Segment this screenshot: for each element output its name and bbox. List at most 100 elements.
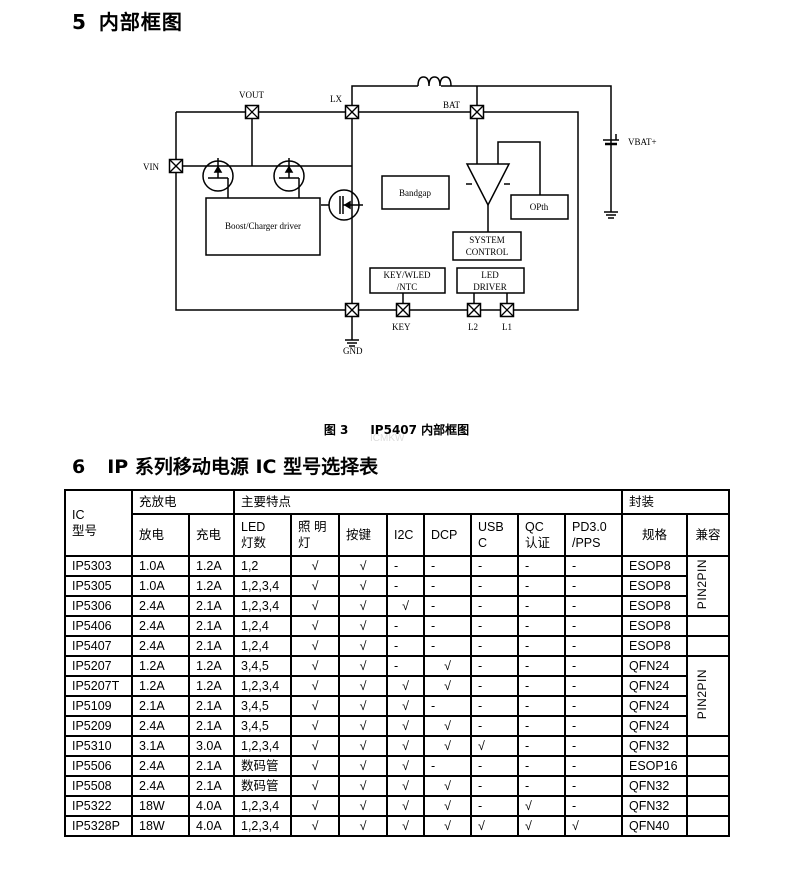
- cell-usb-c: -: [470, 575, 519, 597]
- cell-i2c: -: [386, 655, 425, 677]
- cell-qc: -: [517, 755, 566, 777]
- cell-package: QFN24: [621, 675, 688, 697]
- label-key-wled: KEY/WLED: [384, 270, 431, 280]
- cell-led-count: 1,2,3,4: [233, 795, 292, 817]
- cell-pd: -: [564, 595, 623, 617]
- comparator-icon: [465, 163, 511, 207]
- cell-discharge: 18W: [131, 815, 190, 837]
- cell-discharge: 3.1A: [131, 735, 190, 757]
- cell-dcp: √: [423, 815, 472, 837]
- block-diagram: VOUT LX BAT VIN VBAT+ GND KEY L2 L1 Boos…: [143, 76, 657, 356]
- cell-charge: 3.0A: [188, 735, 235, 757]
- cell-i2c: √: [386, 775, 425, 797]
- cell-pd: -: [564, 555, 623, 577]
- cell-lighting: √: [290, 655, 340, 677]
- cell-lighting: √: [290, 695, 340, 717]
- cell-pd: -: [564, 755, 623, 777]
- cell-model: IP5406: [64, 615, 133, 637]
- cell-package: ESOP16: [621, 755, 688, 777]
- cell-qc: -: [517, 595, 566, 617]
- cell-key: √: [338, 615, 388, 637]
- cell-discharge: 1.2A: [131, 655, 190, 677]
- label-lx: LX: [330, 94, 342, 104]
- cell-dcp: √: [423, 735, 472, 757]
- cell-pd: -: [564, 615, 623, 637]
- cell-qc: -: [517, 555, 566, 577]
- cell-key: √: [338, 675, 388, 697]
- cell-pd: -: [564, 795, 623, 817]
- cell-model: IP5407: [64, 635, 133, 657]
- label-vin: VIN: [143, 162, 159, 172]
- cell-dcp: -: [423, 615, 472, 637]
- cell-pd: √: [564, 815, 623, 837]
- cell-i2c: -: [386, 615, 425, 637]
- label-opth: OPth: [530, 202, 549, 212]
- pin-bat: [469, 104, 485, 120]
- label-vout: VOUT: [239, 90, 264, 100]
- cell-usb-c: -: [470, 655, 519, 677]
- cell-key: √: [338, 555, 388, 577]
- led-driver-block: [456, 267, 525, 294]
- boost-charger-driver-block: [205, 197, 321, 256]
- figure-text: IP5407 内部框图: [370, 423, 470, 437]
- cell-pd: -: [564, 655, 623, 677]
- pin-vin: [168, 158, 184, 174]
- cell-compat: [686, 735, 730, 757]
- cell-key: √: [338, 795, 388, 817]
- header-lighting: 照 明灯: [290, 513, 340, 557]
- cell-usb-c: √: [470, 735, 519, 757]
- cell-usb-c: √: [470, 815, 519, 837]
- cell-qc: -: [517, 655, 566, 677]
- cell-charge: 2.1A: [188, 755, 235, 777]
- cell-usb-c: -: [470, 595, 519, 617]
- cell-model: IP5305: [64, 575, 133, 597]
- cell-model: IP5322: [64, 795, 133, 817]
- header-charge-discharge: 充放电: [131, 489, 235, 515]
- cell-qc: √: [517, 795, 566, 817]
- cell-lighting: √: [290, 555, 340, 577]
- watermark: ICMKW: [370, 433, 405, 444]
- cell-dcp: √: [423, 655, 472, 677]
- cell-key: √: [338, 695, 388, 717]
- cell-qc: -: [517, 675, 566, 697]
- chip-outline: [175, 111, 579, 311]
- cell-discharge: 2.4A: [131, 755, 190, 777]
- cell-lighting: √: [290, 575, 340, 597]
- cell-model: IP5207T: [64, 675, 133, 697]
- label-key: KEY: [392, 322, 411, 332]
- system-control-block: [452, 231, 522, 261]
- cell-i2c: √: [386, 795, 425, 817]
- cell-i2c: √: [386, 755, 425, 777]
- cell-charge: 2.1A: [188, 635, 235, 657]
- cell-i2c: √: [386, 695, 425, 717]
- cell-led-count: 3,4,5: [233, 715, 292, 737]
- cell-model: IP5306: [64, 595, 133, 617]
- cell-lighting: √: [290, 715, 340, 737]
- pin-gnd: [344, 302, 360, 318]
- cell-discharge: 2.4A: [131, 635, 190, 657]
- cell-package: ESOP8: [621, 575, 688, 597]
- inductor-icon: [417, 76, 452, 87]
- figure-label: 图 3: [323, 423, 349, 437]
- header-dcp: DCP: [423, 513, 472, 557]
- cell-lighting: √: [290, 795, 340, 817]
- cell-led-count: 数码管: [233, 755, 292, 777]
- cell-package: ESOP8: [621, 595, 688, 617]
- cell-package: QFN32: [621, 735, 688, 757]
- cell-usb-c: -: [470, 635, 519, 657]
- cell-discharge: 2.4A: [131, 775, 190, 797]
- label-led: LED: [481, 270, 499, 280]
- cell-compat: [686, 755, 730, 777]
- pin-l1: [499, 302, 515, 318]
- cell-usb-c: -: [470, 555, 519, 577]
- cell-charge: 4.0A: [188, 815, 235, 837]
